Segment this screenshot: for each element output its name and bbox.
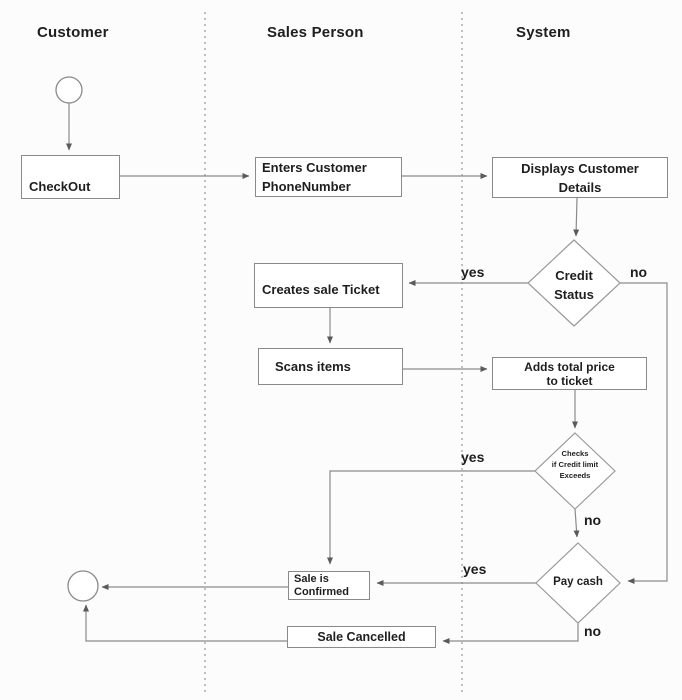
node-label: Status — [554, 287, 594, 302]
node-scans-items: Scans items — [258, 348, 403, 385]
pay-cash-diamond — [535, 542, 621, 624]
node-label: Credit — [555, 268, 593, 283]
lane-header-customer: Customer — [37, 24, 109, 41]
edge-checks-no-to-pay-cash — [573, 508, 580, 538]
node-creates-sale-ticket: Creates sale Ticket — [254, 263, 403, 308]
node-label: Pay cash — [553, 576, 603, 588]
node-label: Enters Customer — [262, 160, 367, 175]
edge-label-pay-no: no — [584, 623, 602, 639]
node-sale-is-confirmed: Sale is Confirmed — [288, 571, 370, 600]
edge-label-limit-yes: yes — [461, 449, 485, 465]
edge-displays-to-credit-status — [573, 197, 580, 237]
lane-header-sales-person: Sales Person — [267, 24, 364, 41]
node-label: Displays Customer — [521, 160, 639, 176]
node-label: Sale is — [294, 572, 329, 585]
node-label: PhoneNumber — [262, 179, 351, 194]
edge-label-credit-no: no — [630, 264, 648, 280]
node-label: Details — [558, 179, 602, 195]
edge-cancelled-to-end — [83, 604, 287, 642]
node-label: Adds total price — [524, 359, 615, 374]
node-label: to ticket — [546, 373, 593, 388]
node-label: CheckOut — [29, 179, 91, 194]
node-label: Exceeds — [559, 471, 591, 480]
node-adds-total-price: Adds total price to ticket — [492, 357, 647, 390]
edge-label-credit-yes: yes — [461, 264, 485, 280]
credit-status-diamond-label: Credit Status — [514, 266, 634, 304]
node-label: Creates sale Ticket — [262, 282, 380, 297]
edge-label-pay-yes: yes — [463, 561, 487, 577]
node-label: Sale Cancelled — [317, 630, 406, 644]
edge-credit-no-to-pay-cash — [620, 282, 668, 584]
checks-limit-diamond-label: Checks if Credit limit Exceeds — [525, 448, 625, 481]
node-label: if Credit limit — [551, 460, 599, 469]
edge-paycash-no-to-sale-cancelled — [442, 623, 579, 644]
lane-header-system: System — [516, 24, 571, 41]
node-label: Checks — [561, 449, 589, 458]
pay-cash-diamond-label: Pay cash — [528, 576, 628, 588]
edge-label-limit-no: no — [584, 512, 602, 528]
node-enters-customer-phonenumber: Enters Customer PhoneNumber — [255, 157, 402, 197]
node-label: Scans items — [275, 359, 351, 374]
node-label: Confirmed — [294, 585, 349, 598]
checks-limit-diamond — [534, 432, 616, 510]
start-node-circle — [55, 76, 83, 104]
node-sale-cancelled: Sale Cancelled — [287, 626, 436, 648]
end-node-circle — [67, 570, 99, 602]
node-checkout: CheckOut — [21, 155, 120, 199]
node-displays-customer-details: Displays Customer Details — [492, 157, 668, 198]
edge-checks-yes-to-sale-confirmed — [327, 470, 535, 565]
credit-status-diamond — [527, 239, 621, 327]
